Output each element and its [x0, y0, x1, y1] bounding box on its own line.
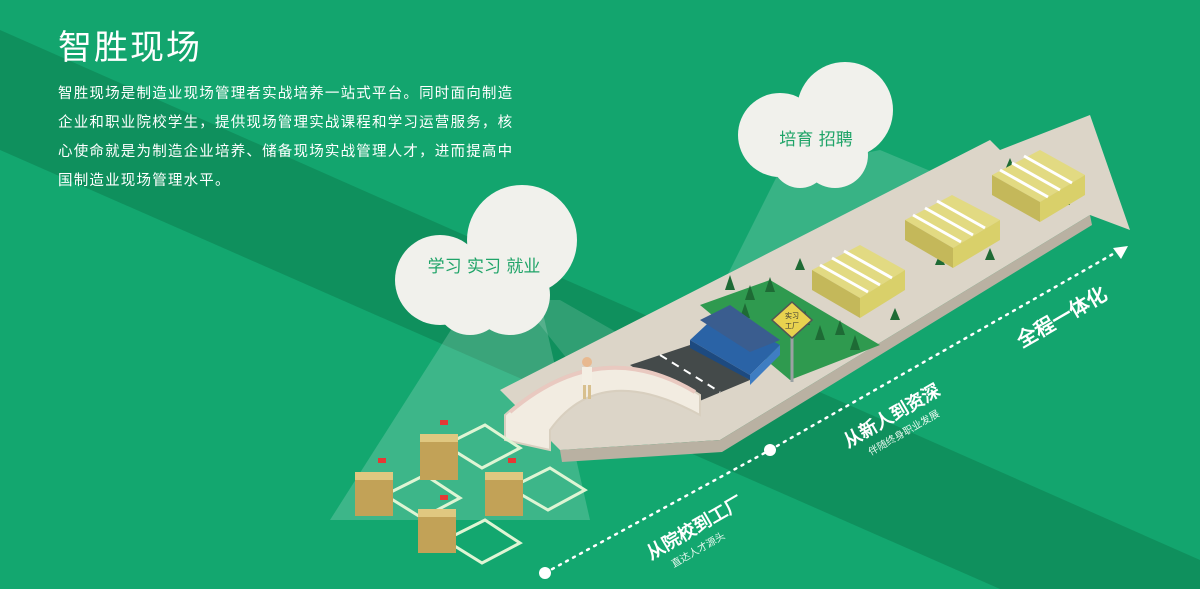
- factory-3: [992, 150, 1085, 222]
- road: [630, 345, 750, 405]
- person-figure: [582, 357, 592, 399]
- diagonal-band: [0, 30, 1200, 589]
- cloud-left: 学习 实习 就业: [395, 185, 577, 335]
- light-beam-left: [330, 300, 590, 520]
- sign-line1: 实习: [785, 311, 799, 320]
- cloud-right-text: 培育 招聘: [779, 130, 852, 150]
- stage-3-main: 全程一体化: [1012, 282, 1111, 353]
- page-title: 智胜现场: [58, 28, 202, 68]
- cloud-right: 培育 招聘: [738, 62, 893, 188]
- factory-1: [812, 245, 905, 318]
- progress-line-1: [543, 448, 772, 575]
- cloud-left-text: 学习 实习 就业: [428, 257, 541, 277]
- milestone-dot-2: [764, 444, 776, 456]
- training-factory-sign: 实习 工厂: [770, 300, 814, 382]
- stage-3-label: 全程一体化: [1012, 282, 1111, 353]
- milestone-dot-1: [539, 567, 551, 579]
- page-description: 智胜现场是制造业现场管理者实战培养一站式平台。同时面向制造企业和职业院校学生，提…: [58, 86, 514, 189]
- diagonal-band-light: [0, 150, 1000, 589]
- sign-line2: 工厂: [785, 322, 799, 330]
- factory-2: [905, 195, 1000, 268]
- school-campus: [355, 420, 588, 565]
- training-factory-building: [690, 305, 780, 385]
- progress-arrowhead: [1113, 246, 1128, 259]
- progress-line-2: [768, 248, 1122, 452]
